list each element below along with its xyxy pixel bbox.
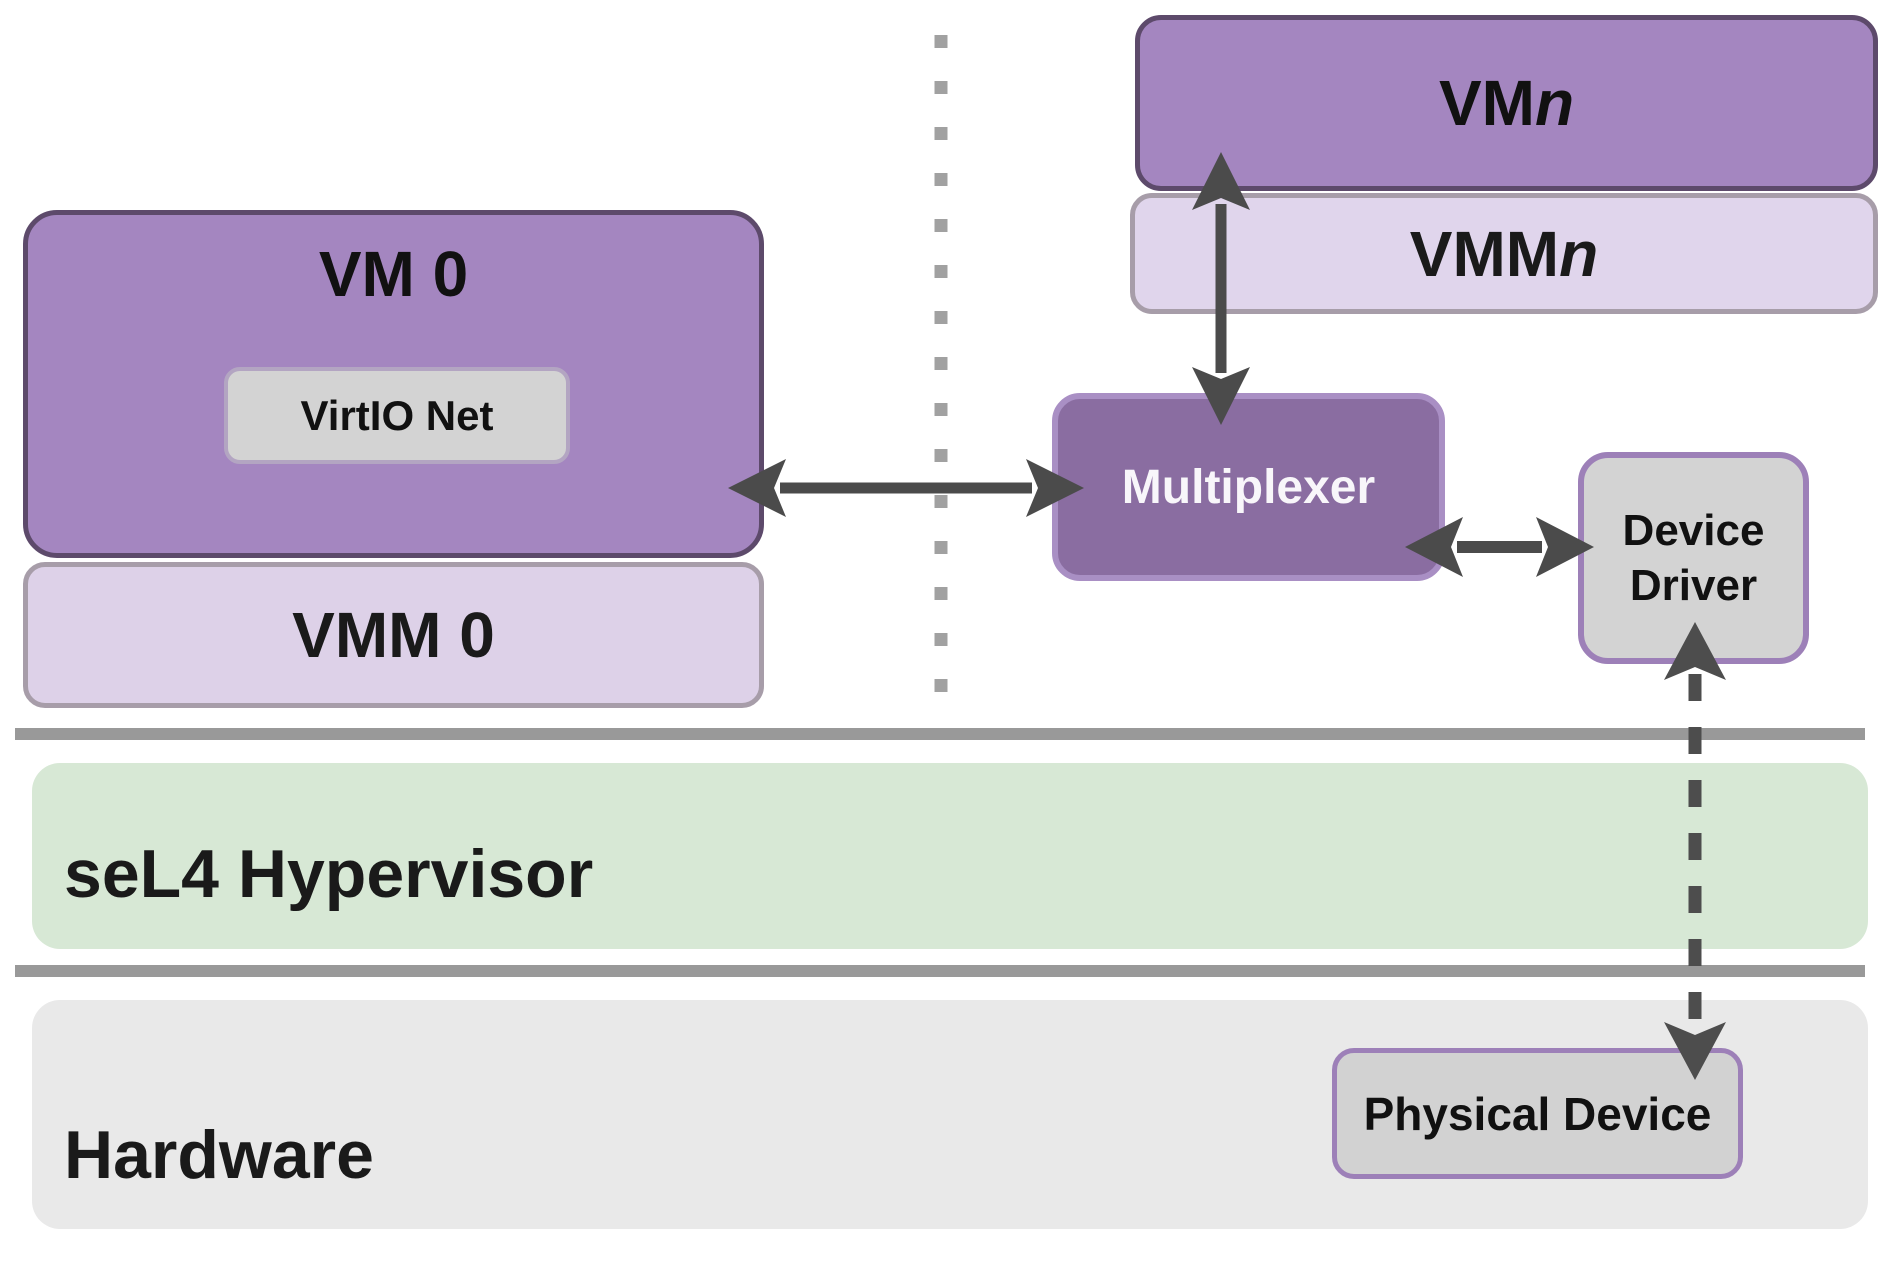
- device-driver-label-line1: Device: [1622, 506, 1765, 555]
- sel4-hypervisor-label: seL4 Hypervisor: [64, 836, 594, 912]
- vm0-label: VM 0: [318, 238, 469, 310]
- physical-device-box: Physical Device: [1332, 1048, 1743, 1179]
- virtio-net-box: VirtIO Net: [224, 367, 570, 464]
- vm0-box: VM 0 VirtIO Net: [23, 210, 764, 558]
- device-driver-label-line2: Driver: [1629, 561, 1758, 610]
- device-driver-box: Device Driver: [1578, 452, 1809, 664]
- vmmn-box: VMMn: [1130, 193, 1878, 314]
- sel4-hypervisor-band: seL4 Hypervisor: [32, 763, 1868, 949]
- vm-layer-hypervisor-separator: [15, 728, 1865, 740]
- vmm0-box: VMM 0: [23, 562, 764, 708]
- hypervisor-hardware-separator: [15, 965, 1865, 977]
- virtio-net-label: VirtIO Net: [300, 391, 494, 439]
- multiplexer-box: Multiplexer: [1052, 393, 1445, 581]
- vmmn-label: VMMn: [1409, 217, 1599, 290]
- vmm0-label: VMM 0: [292, 599, 495, 671]
- physical-device-label: Physical Device: [1363, 1087, 1712, 1140]
- vmn-label: VMn: [1438, 67, 1575, 139]
- vmn-box: VMn: [1135, 15, 1878, 191]
- multiplexer-label: Multiplexer: [1121, 460, 1376, 514]
- hardware-label: Hardware: [64, 1117, 374, 1193]
- vm0-multiplexer-bidirectional-arrow-icon: [728, 459, 1084, 517]
